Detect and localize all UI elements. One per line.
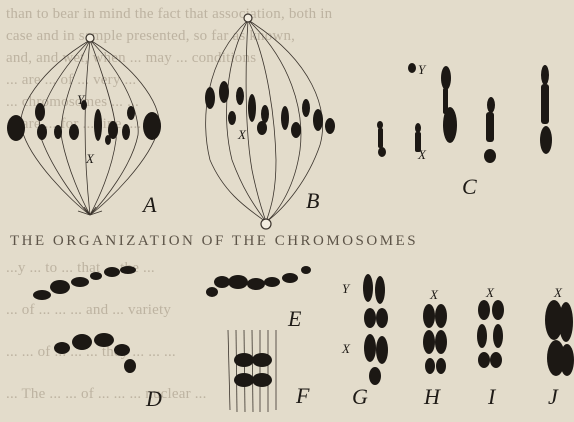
label-a-x: X <box>86 152 94 165</box>
panel-b-chromosomes <box>205 81 335 138</box>
panel-label-j: J <box>548 386 558 408</box>
panel-c-chromosomes <box>377 63 552 163</box>
label-g-x: X <box>342 342 350 355</box>
panel-label-c: C <box>462 176 477 198</box>
panel-label-i: I <box>488 386 495 408</box>
centrosome-b-bottom <box>261 219 271 229</box>
label-c-y: Y <box>418 63 425 76</box>
panel-f-chromosome <box>234 353 272 387</box>
label-i-x: X <box>486 286 494 299</box>
centrosome-a <box>86 34 94 42</box>
label-j-x: X <box>554 286 562 299</box>
panel-e-chromosome <box>206 266 311 297</box>
label-g-y: Y <box>342 282 349 295</box>
panel-j-chromosome <box>545 300 574 376</box>
label-a-y: Y <box>77 93 84 106</box>
panel-f-fibers <box>228 330 276 412</box>
centrosome-b-top <box>244 14 252 22</box>
panel-label-h: H <box>424 386 440 408</box>
panel-label-d: D <box>146 388 162 410</box>
panel-label-e: E <box>288 308 301 330</box>
panel-label-a: A <box>143 194 156 216</box>
panel-label-g: G <box>352 386 368 408</box>
panel-i-chromosome <box>477 300 504 368</box>
panel-label-b: B <box>306 190 319 212</box>
label-h-x: X <box>430 288 438 301</box>
label-b-x: X <box>238 128 246 141</box>
panel-h-chromosome <box>423 304 447 374</box>
panel-g-chromosome <box>363 274 388 385</box>
label-c-x: X <box>418 148 426 161</box>
panel-d-chromosome <box>33 266 136 373</box>
panel-label-f: F <box>296 385 309 407</box>
